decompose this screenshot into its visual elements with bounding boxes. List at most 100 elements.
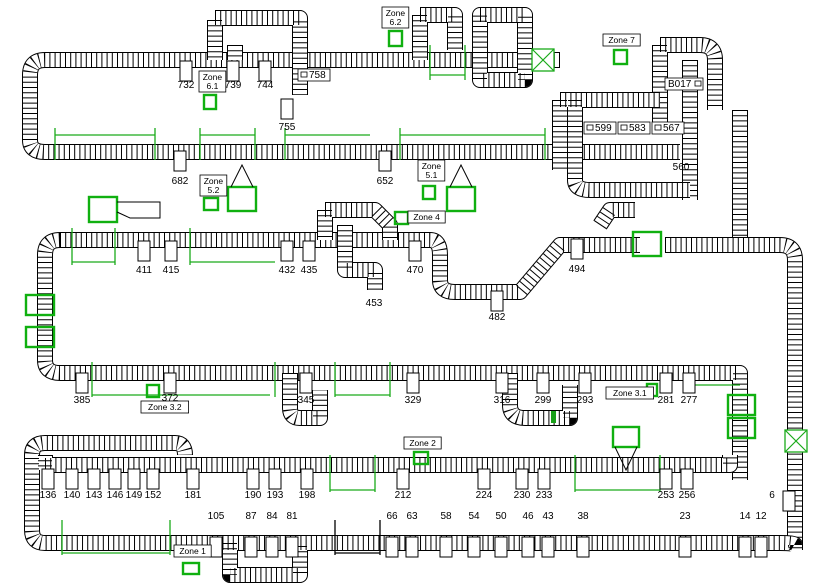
conveyor-tracks [22,7,803,583]
station-block-43[interactable] [541,536,555,558]
sensor-bot-3 [61,520,171,555]
station-block-256[interactable] [680,468,694,490]
station-block-411[interactable] [137,240,151,262]
station-block-345[interactable] [299,372,313,394]
sensor-top-5 [429,45,466,80]
station-block-143[interactable] [87,468,101,490]
station-block-432[interactable] [280,240,294,262]
station-block-329[interactable] [406,372,420,394]
station-label-482: 482 [489,312,506,323]
station-block-46[interactable] [521,536,535,558]
zone-5.1-indicator[interactable] [421,184,437,201]
station-block-277[interactable] [682,372,696,394]
zone-5.2-indicator[interactable] [202,196,220,212]
zone-6.2-indicator[interactable] [387,29,404,48]
station-label-87: 87 [245,511,257,522]
zone-1-indicator[interactable] [181,561,201,576]
station-label-6: 6 [769,490,775,501]
station-block-224[interactable] [477,468,491,490]
track-block-567-rollers [553,93,690,197]
station-block-293[interactable] [578,372,592,394]
zone-label-z32: Zone 3.2 [148,402,182,412]
station-label-54: 54 [468,511,480,522]
station-block-385[interactable] [75,372,89,394]
station-block-181[interactable] [186,468,200,490]
zone-right-1[interactable] [726,393,757,417]
station-tag-B017[interactable] [664,77,704,91]
station-block-190[interactable] [246,468,260,490]
station-block-372[interactable] [163,372,177,394]
station-block-146[interactable] [108,468,122,490]
station-block-23[interactable] [678,536,692,558]
station-label-299: 299 [535,395,552,406]
station-block-50[interactable] [494,536,508,558]
station-block-482[interactable] [490,290,504,312]
station-block-38[interactable] [576,536,590,558]
station-label-293: 293 [577,395,594,406]
station-block-415[interactable] [164,240,178,262]
zone-6.1-indicator[interactable] [202,93,218,111]
station-block-105[interactable] [209,536,223,558]
zone-large-a[interactable] [87,195,119,224]
station-block-494[interactable] [570,238,584,260]
track-right-tower-edge [652,37,748,240]
station-block-14[interactable] [738,536,752,558]
zone-right-2[interactable] [726,416,757,440]
station-block-58[interactable] [439,536,453,558]
station-block-230[interactable] [515,468,529,490]
misc-shapes [116,48,808,472]
station-block-54[interactable] [467,536,481,558]
station-block-470[interactable] [408,240,422,262]
station-block-281[interactable] [659,372,673,394]
station-block-6[interactable] [782,490,796,512]
station-tag-icon [300,71,308,78]
station-block-212[interactable] [396,468,410,490]
station-block-136[interactable] [41,468,55,490]
track-middle-spur-rollers [318,203,397,290]
station-block-732[interactable] [179,60,193,82]
pyramid-lower [614,446,638,472]
station-block-682[interactable] [173,150,187,172]
zone-large-c[interactable] [445,185,477,213]
station-block-744[interactable] [258,60,272,82]
zone-7-indicator[interactable] [612,48,629,66]
station-tag-icon [620,124,628,131]
station-label-385: 385 [74,395,91,406]
station-block-84[interactable] [265,536,279,558]
station-block-87[interactable] [244,536,258,558]
station-label-50: 50 [495,511,507,522]
station-block-152[interactable] [146,468,160,490]
station-block-140[interactable] [65,468,79,490]
station-block-253[interactable] [659,468,673,490]
station-block-316[interactable] [495,372,509,394]
zone-2-indicator[interactable] [412,450,430,466]
zone-large-b[interactable] [226,185,258,213]
station-block-193[interactable] [268,468,282,490]
zone-pyramid-b[interactable] [611,425,641,449]
zone-left-2[interactable] [24,325,56,349]
station-label-81: 81 [286,511,298,522]
station-block-739[interactable] [226,60,240,82]
zone-left-1[interactable] [24,293,56,317]
station-block-198[interactable] [300,468,314,490]
station-label-599: 599 [595,123,612,134]
station-block-299[interactable] [536,372,550,394]
track-spur-494-rollers [594,203,635,229]
station-block-652[interactable] [378,150,392,172]
station-block-755[interactable] [280,98,294,120]
station-block-149[interactable] [127,468,141,490]
crossbox-right-x [784,429,808,453]
station-label-470: 470 [407,265,424,276]
station-block-66[interactable] [385,536,399,558]
zone-3.2-indicator[interactable] [145,383,161,399]
zone-label-box-z62 [381,6,410,29]
station-block-12[interactable] [754,536,768,558]
station-blocks [41,60,796,558]
station-block-81[interactable] [285,536,299,558]
zone-large-d[interactable] [631,230,663,258]
sensor-lines [54,45,740,555]
station-block-63[interactable] [405,536,419,558]
station-block-435[interactable] [302,240,316,262]
station-label-732: 732 [178,80,195,91]
station-block-233[interactable] [537,468,551,490]
